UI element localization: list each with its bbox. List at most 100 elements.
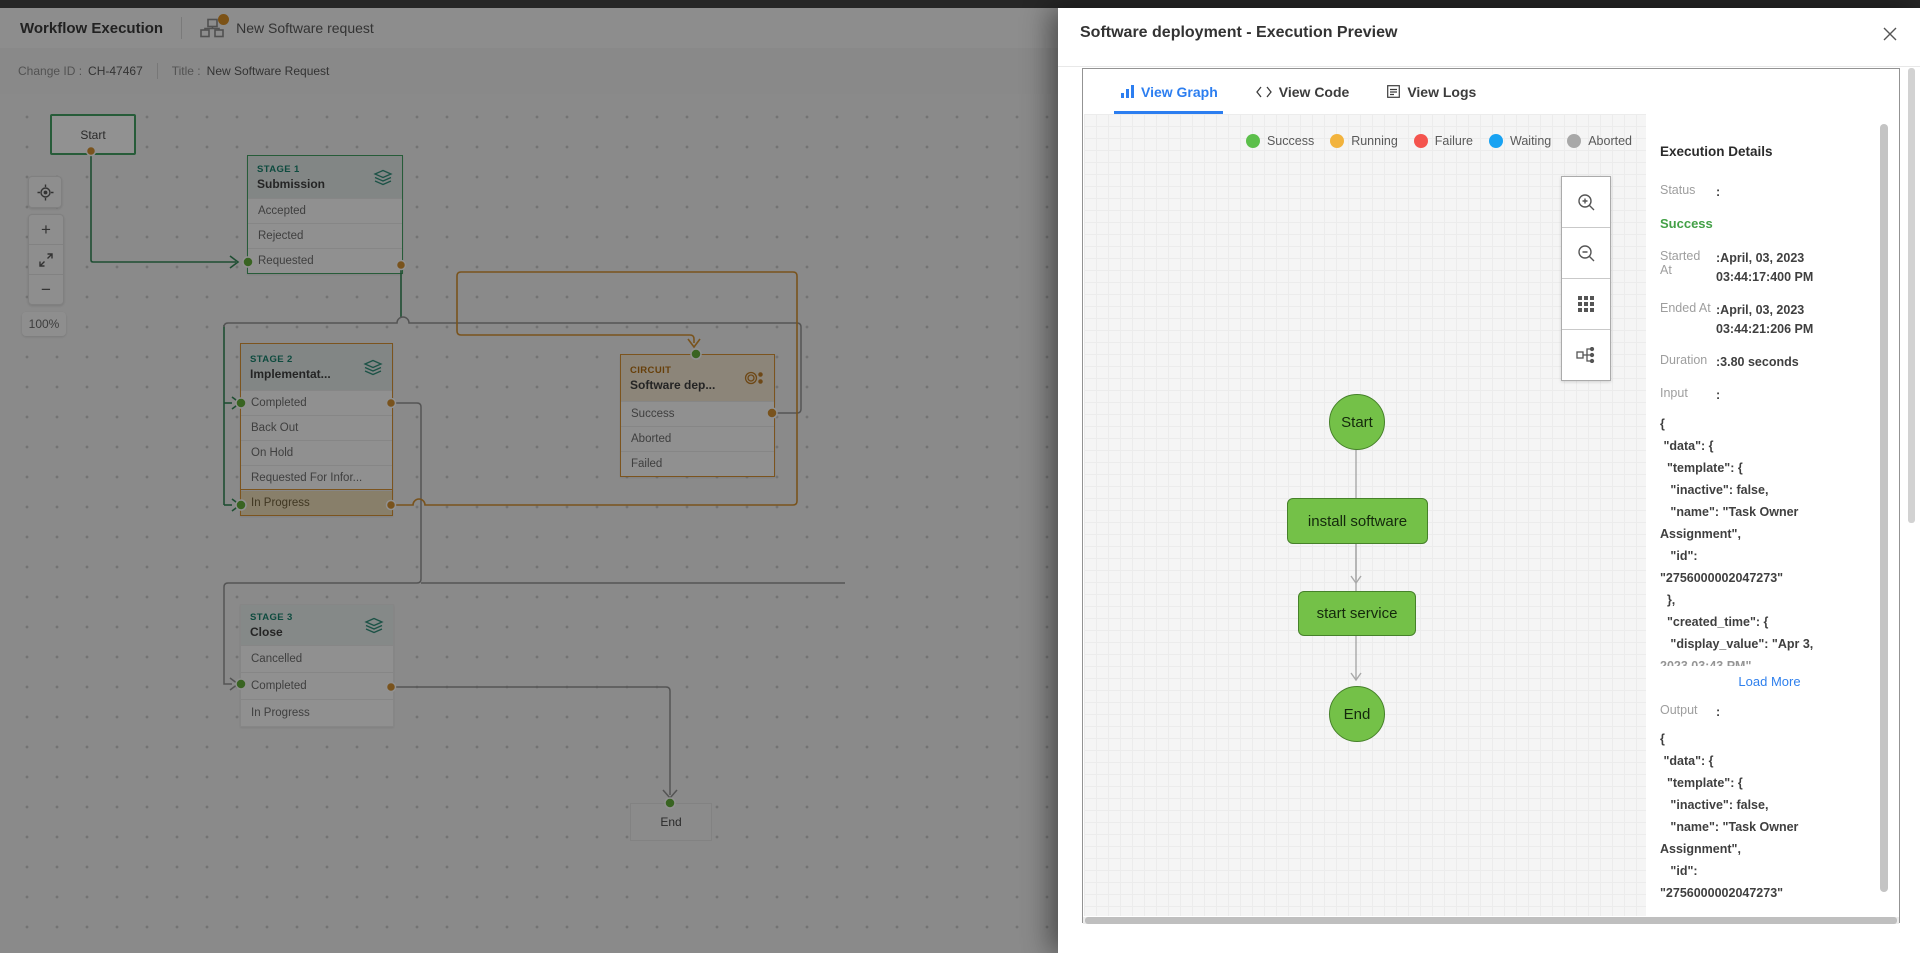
modal-scrollbar-thumb[interactable] [1908, 68, 1915, 523]
output-json: { "data": { "template": { "inactive": fa… [1660, 728, 1879, 904]
details-title: Execution Details [1660, 144, 1773, 159]
json-line: "data": { [1660, 439, 1714, 453]
legend-dot [1489, 134, 1503, 148]
input-json: { "data": { "template": { "inactive": fa… [1660, 413, 1879, 666]
details-scrollbar-thumb[interactable] [1880, 124, 1888, 892]
code-icon [1255, 86, 1272, 97]
subheader-divider [156, 63, 158, 79]
legend-dot [1567, 134, 1582, 148]
legend-label: Waiting [1510, 134, 1552, 148]
end-node-label: End [660, 815, 682, 829]
json-line: { [1660, 732, 1665, 746]
load-more-link[interactable]: Load More [1738, 674, 1801, 689]
status-row: Status : [1660, 183, 1879, 202]
start-node-label: Start [80, 127, 106, 142]
stage-header: STAGE 1 Submission [248, 156, 402, 198]
legend-label: Aborted [1588, 134, 1632, 148]
layers-icon [373, 169, 393, 186]
duration-row: Duration :3.80 seconds [1660, 353, 1879, 372]
graph-node-end[interactable]: End [1329, 686, 1385, 742]
json-line: "id": [1660, 864, 1698, 878]
status-label: Status [1660, 183, 1696, 197]
stage-name: Submission [257, 176, 326, 191]
stage-row[interactable]: In Progress [241, 699, 393, 726]
zoom-in-button[interactable]: + [29, 215, 63, 244]
input-colon: : [1716, 388, 1721, 402]
graph-zoom-in-button[interactable] [1562, 177, 1610, 227]
duration-value: :3.80 seconds [1716, 355, 1799, 369]
request-name: New Software request [236, 20, 374, 36]
started-at-value: :April, 03, 2023 03:44:17:400 PM [1716, 251, 1814, 284]
legend-dot [1330, 134, 1345, 148]
legend-item: Success [1245, 134, 1314, 148]
legend-dot [1413, 134, 1428, 148]
change-id-label: Change ID : [18, 64, 83, 78]
graph-node-label: start service [1316, 605, 1398, 622]
grid-view-button[interactable] [1562, 278, 1610, 329]
output-label: Output [1660, 703, 1698, 717]
input-row: Input : [1660, 386, 1879, 405]
json-line: "inactive": false, [1660, 483, 1769, 497]
preview-container: View Graph View Code View Logs [1082, 68, 1900, 924]
stage-row[interactable]: Rejected [248, 223, 402, 248]
zoom-out-button[interactable]: − [29, 274, 63, 304]
close-icon[interactable] [1880, 24, 1902, 46]
stage-type: STAGE 1 [257, 163, 300, 175]
zoom-in-icon [1577, 193, 1594, 210]
bar-chart-icon [1121, 85, 1134, 98]
graph-node-label: Start [1341, 413, 1373, 431]
clock-badge-icon [218, 14, 230, 25]
started-at-row: Started At :April, 03, 2023 03:44:17:400… [1660, 249, 1879, 287]
modal-title-divider [1058, 66, 1920, 67]
zoom-level-label: 100% [22, 312, 66, 336]
zoom-out-icon [1577, 244, 1594, 261]
layout-button[interactable] [1562, 329, 1610, 380]
json-line: 2023 03:43 PM" [1660, 659, 1752, 666]
canvas-horizontal-scrollbar[interactable] [1083, 917, 1899, 924]
graph-node-start-service[interactable]: start service [1298, 591, 1416, 636]
stage-row[interactable]: Requested [248, 248, 402, 273]
details-scrollbar[interactable] [1879, 119, 1889, 909]
json-line: { [1660, 417, 1665, 431]
tab-bar: View Graph View Code View Logs [1083, 69, 1899, 114]
json-line: "created_time": { [1660, 615, 1769, 629]
tab-label: View Logs [1407, 83, 1477, 100]
tab-view-logs[interactable]: View Logs [1387, 84, 1476, 100]
execution-graph-canvas[interactable]: Success Running Failure Waiting Aborted [1084, 114, 1646, 916]
legend-dot [1245, 134, 1260, 148]
json-line: }, [1660, 593, 1676, 607]
legend-item: Aborted [1567, 134, 1632, 148]
status-colon: : [1716, 185, 1721, 199]
workflow-icon [200, 14, 230, 38]
legend-item: Running [1330, 134, 1398, 148]
page-title: Workflow Execution [20, 19, 164, 37]
tab-label: View Graph [1141, 83, 1218, 100]
graph-node-start[interactable]: Start [1329, 394, 1385, 450]
stage-row[interactable]: Accepted [248, 198, 402, 223]
title-label: Title : [171, 64, 201, 78]
json-line: Assignment", [1660, 527, 1741, 541]
json-line: "2756000002047273" [1660, 571, 1784, 585]
graph-node-install-software[interactable]: install software [1287, 498, 1428, 544]
tab-view-code[interactable]: View Code [1255, 83, 1350, 100]
output-row: Output : [1660, 703, 1879, 722]
recenter-button[interactable] [28, 176, 62, 208]
expand-icon [39, 252, 53, 267]
json-line: "name": "Task Owner [1660, 505, 1799, 519]
tab-view-graph[interactable]: View Graph [1121, 84, 1218, 100]
ended-at-value: :April, 03, 2023 03:44:21:206 PM [1716, 303, 1814, 336]
execution-preview-modal: Software deployment - Execution Preview … [1058, 8, 1920, 953]
fit-screen-button[interactable] [29, 244, 63, 274]
tab-label: View Code [1278, 83, 1350, 100]
graph-node-label: End [1343, 705, 1371, 723]
started-at-label: Started At [1660, 249, 1701, 277]
graph-zoom-out-button[interactable] [1562, 227, 1610, 278]
execution-details-panel: Execution Details Status : Success Start… [1646, 114, 1879, 916]
graph-node-label: install software [1307, 512, 1408, 530]
ended-at-label: Ended At [1660, 301, 1711, 315]
json-line: "id": [1660, 549, 1698, 563]
json-line: "name": "Task Owner [1660, 820, 1799, 834]
canvas-horizontal-scrollbar-thumb[interactable] [1085, 917, 1897, 924]
